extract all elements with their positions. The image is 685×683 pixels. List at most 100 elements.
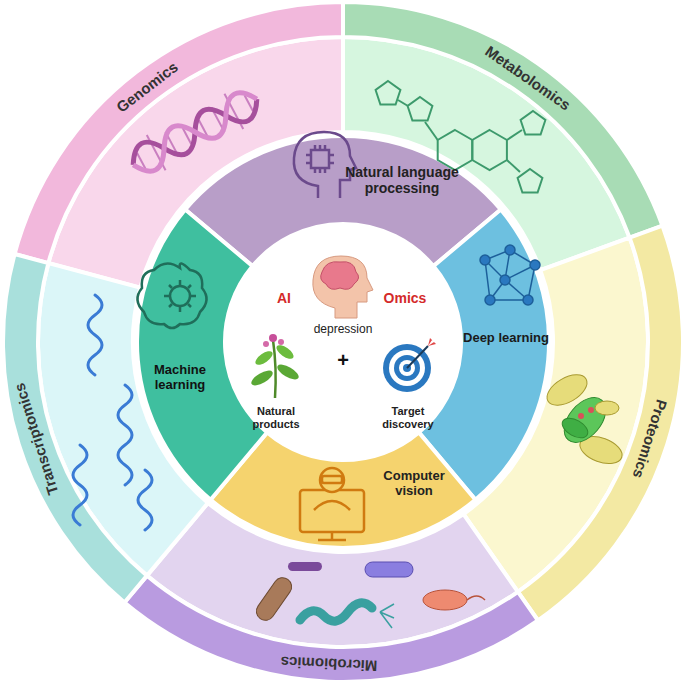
neural-network-icon	[480, 245, 540, 305]
dna-helix	[137, 153, 145, 169]
dna-helix	[224, 94, 243, 129]
head-chip-icon	[294, 132, 356, 198]
plant-icon	[273, 340, 276, 398]
segment-label: depression	[298, 323, 388, 337]
target-icon	[403, 364, 411, 372]
segment-label: Proteomics	[612, 341, 685, 537]
neural-network-icon	[490, 299, 528, 301]
dna-helix	[126, 86, 264, 178]
plant-icon	[263, 341, 269, 347]
target-icon	[389, 350, 425, 386]
neural-network-icon	[490, 280, 505, 300]
bacteria	[300, 603, 372, 621]
neural-network-icon	[485, 295, 495, 305]
head-chip-icon	[306, 145, 334, 173]
segment-label: +	[331, 349, 355, 372]
protein-structure	[588, 407, 594, 413]
vision-screen-icon	[318, 539, 346, 542]
bacteria	[365, 562, 413, 577]
target-icon	[428, 338, 436, 346]
dna-helix	[126, 86, 264, 178]
segment-label: Transcriptomics	[0, 341, 74, 537]
depression-head-icon	[313, 256, 373, 318]
neural-network-icon	[485, 260, 505, 280]
chemical-structure	[521, 111, 546, 135]
vision-screen-icon	[300, 490, 364, 532]
neural-network-icon	[485, 260, 490, 300]
bacteria	[467, 596, 485, 600]
segment-fill	[38, 263, 208, 576]
segment-label: Natural language processing	[342, 164, 462, 196]
brain-gear-icon	[164, 280, 196, 312]
vision-screen-icon	[331, 532, 334, 540]
segment-label: Metabolomics	[441, 14, 615, 143]
segment-fill	[211, 432, 476, 548]
segment-label: Target discovery	[372, 405, 444, 430]
bacteria	[423, 590, 467, 610]
chemical-structure	[425, 122, 438, 140]
chemical-structure	[408, 97, 433, 121]
vision-screen-icon	[320, 468, 344, 492]
brain-gear-icon	[170, 286, 190, 306]
segment-fill	[48, 37, 343, 288]
chemical-structure	[472, 130, 507, 170]
protein-structure	[542, 369, 626, 469]
plant-icon	[269, 334, 277, 342]
protein-structure	[578, 413, 584, 419]
chemical-structure	[518, 169, 543, 193]
neural-network-icon	[528, 265, 535, 300]
brain-gear-icon	[137, 263, 206, 328]
target-icon	[383, 344, 431, 392]
depression-head-icon	[313, 256, 373, 318]
target-icon	[399, 360, 415, 376]
dna-helix	[211, 107, 224, 132]
target-icon	[383, 338, 436, 392]
rna-strands	[88, 295, 102, 375]
plant-icon	[249, 334, 301, 398]
head-chip-icon	[294, 132, 356, 198]
neural-network-icon	[510, 250, 535, 265]
chemical-structure	[376, 81, 546, 193]
rna-strands	[118, 385, 132, 485]
neural-network-icon	[505, 265, 535, 280]
vision-screen-icon	[314, 501, 350, 510]
rna-strands	[73, 445, 87, 525]
protein-structure	[556, 390, 614, 450]
segment-fill	[518, 226, 683, 621]
plant-icon	[249, 368, 275, 389]
neural-network-icon	[505, 280, 528, 300]
segment-fill	[137, 210, 267, 500]
brain-gear-icon	[137, 263, 206, 328]
dna-helix	[245, 95, 253, 111]
dna-helix	[147, 135, 166, 170]
rna-strands	[73, 295, 152, 530]
dna-helix	[165, 132, 178, 157]
segment-fill	[343, 37, 630, 270]
segment-fill	[343, 2, 662, 238]
chemical-structure	[376, 81, 401, 105]
bacteria	[380, 604, 394, 628]
plant-icon	[278, 339, 284, 345]
protein-structure	[576, 431, 626, 469]
head-chip-icon	[311, 150, 329, 168]
segment-fill	[3, 254, 147, 602]
vision-screen-icon	[322, 476, 342, 483]
chemical-structure	[398, 100, 408, 106]
